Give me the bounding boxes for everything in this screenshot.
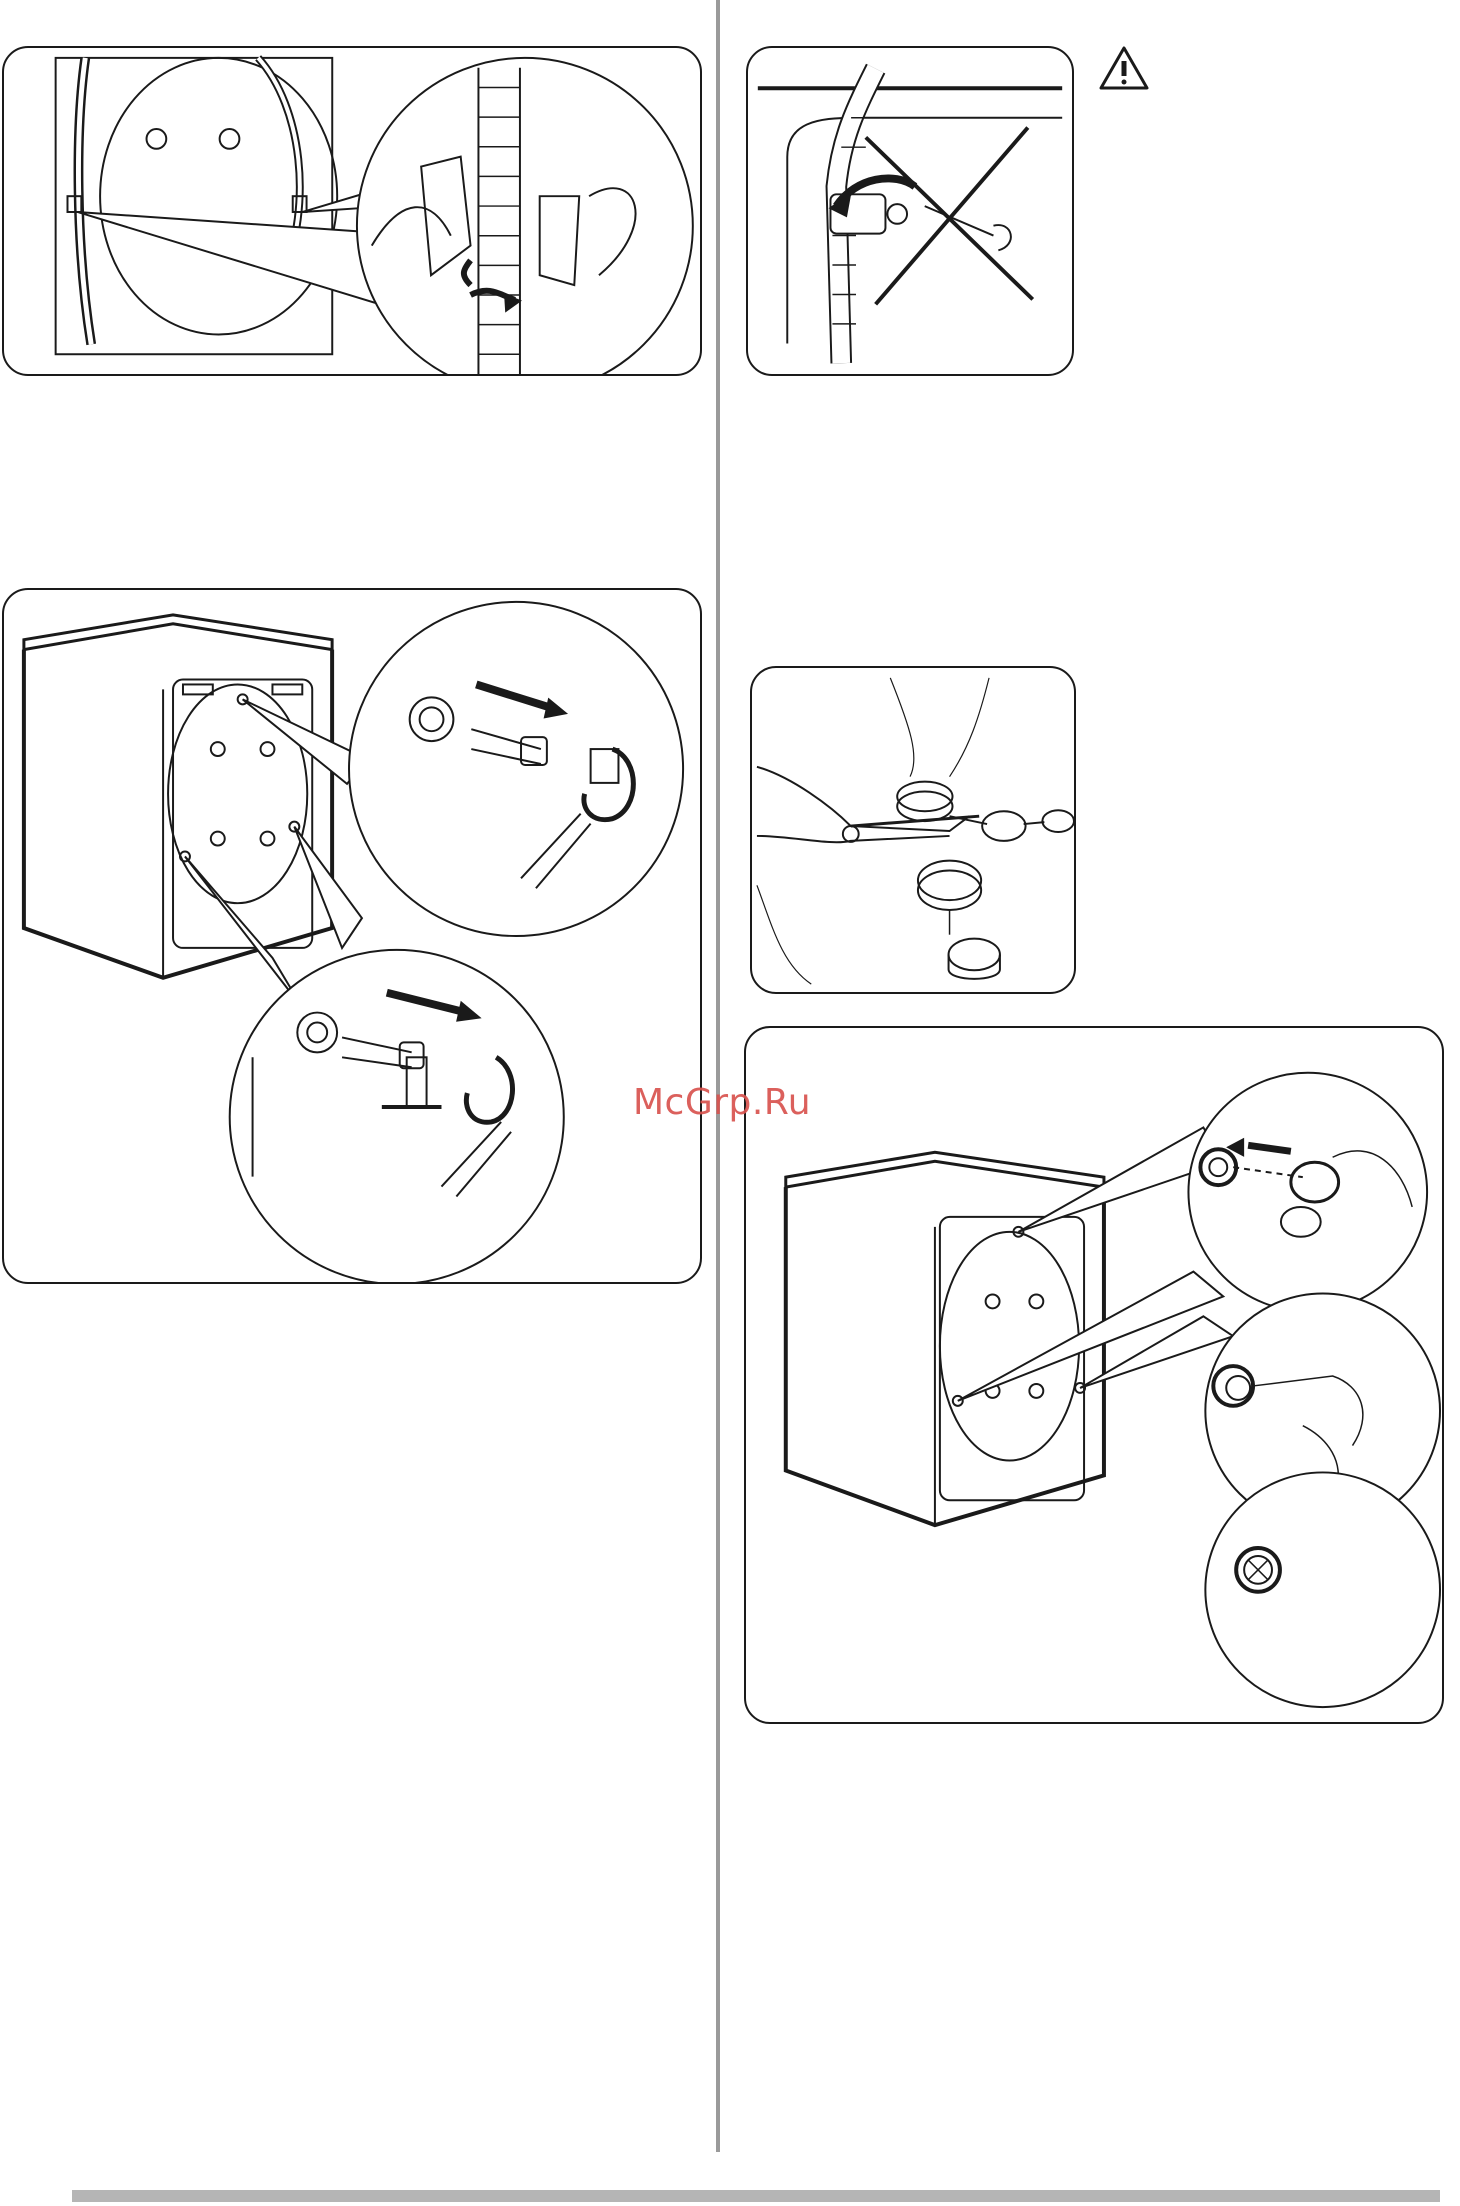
- watermark: McGrp.Ru: [633, 1082, 811, 1123]
- footer-bar: [72, 2190, 1440, 2202]
- figure-cap-cutting: [750, 666, 1076, 994]
- column-divider: [716, 0, 720, 2152]
- figure-hose-clip-removal: [2, 46, 702, 376]
- drain-hose-warning-illustration: [748, 48, 1072, 374]
- warning-triangle-icon: [1098, 44, 1150, 92]
- figure-transit-bolt-removal: [2, 588, 702, 1284]
- insert-caps-illustration: [746, 1028, 1442, 1722]
- figure-drain-hose-warning: [746, 46, 1074, 376]
- figure-insert-plastic-caps: [744, 1026, 1444, 1724]
- transit-bolt-illustration: [4, 590, 700, 1282]
- cap-cutting-illustration: [752, 668, 1074, 992]
- hose-clip-illustration: [4, 48, 700, 374]
